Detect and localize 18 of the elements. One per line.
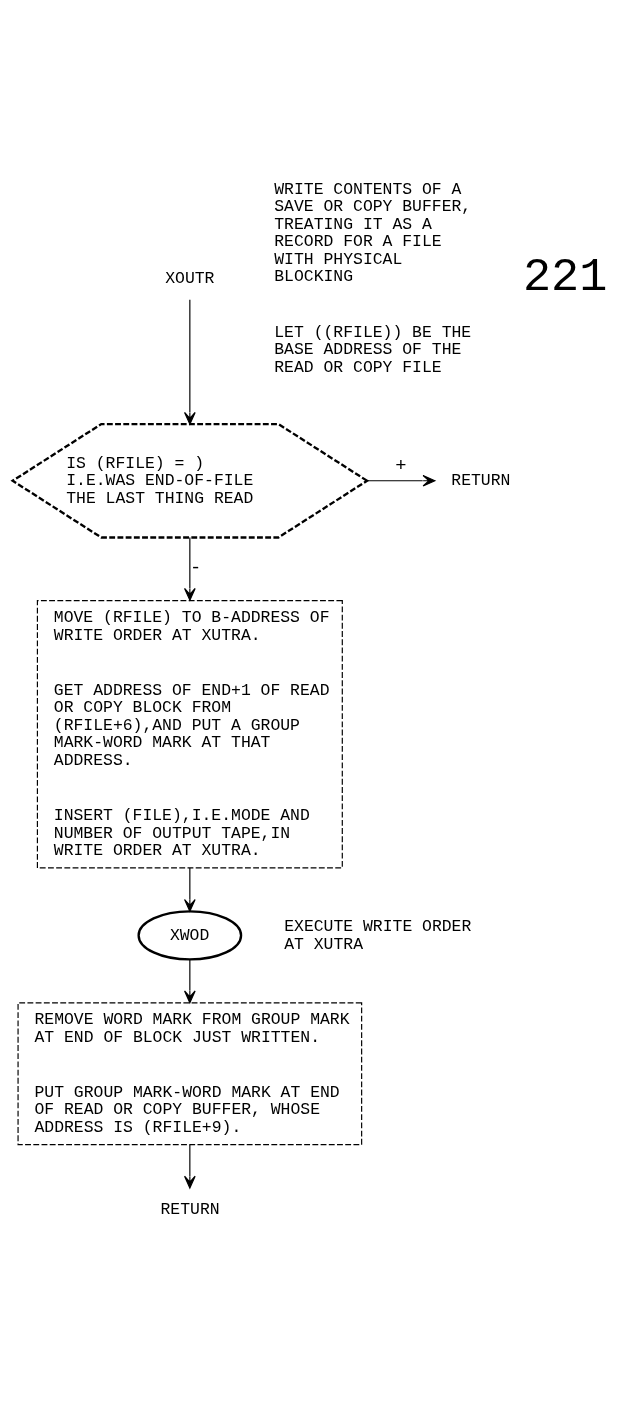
label: 221 xyxy=(522,251,608,305)
node-label: WRITE CONTENTS OF A SAVE OR COPY BUFFER, TREATING IT AS A RECORD FOR A FILE WITH PHYSICAL BLOCKING xyxy=(274,179,472,287)
edge-label: - xyxy=(190,557,202,580)
node-text: XOUTR xyxy=(165,268,215,288)
node-text: RETURN xyxy=(451,471,511,491)
arrow xyxy=(184,536,196,601)
node-ellipse: XWOD xyxy=(137,910,243,961)
arrow xyxy=(184,959,196,1004)
edge-label: + xyxy=(395,455,407,478)
arrow xyxy=(184,299,196,425)
arrow xyxy=(184,1144,196,1189)
arrow xyxy=(366,474,436,487)
node-box: MOVE (RFILE) TO B-ADDRESS OF WRITE ORDER AT XUTRA. GET ADDRESS OF END+1 OF READ OR COPY BLOCK FROM (RFILE+6),AND PUT A GROUP MARK-WORD MARK AT THAT ADDRESS. INSERT (FILE),I.E.MODE AND NUMBER OF OUTPUT TAPE,IN WRITE ORDER AT XUTRA. xyxy=(36,600,343,869)
node-text: RETURN xyxy=(160,1199,220,1219)
node-box: REMOVE WORD MARK FROM GROUP MARK AT END OF BLOCK JUST WRITTEN. PUT GROUP MARK-WORD MARK AT END OF READ OR COPY BUFFER, WHOSE ADDRESS IS (RFILE+9). xyxy=(17,1002,363,1146)
arrow xyxy=(184,867,196,912)
node-label: EXECUTE WRITE ORDER AT XUTRA xyxy=(284,916,472,954)
node-label: LET ((RFILE)) BE THE BASE ADDRESS OF THE READ OR COPY FILE xyxy=(274,322,472,377)
